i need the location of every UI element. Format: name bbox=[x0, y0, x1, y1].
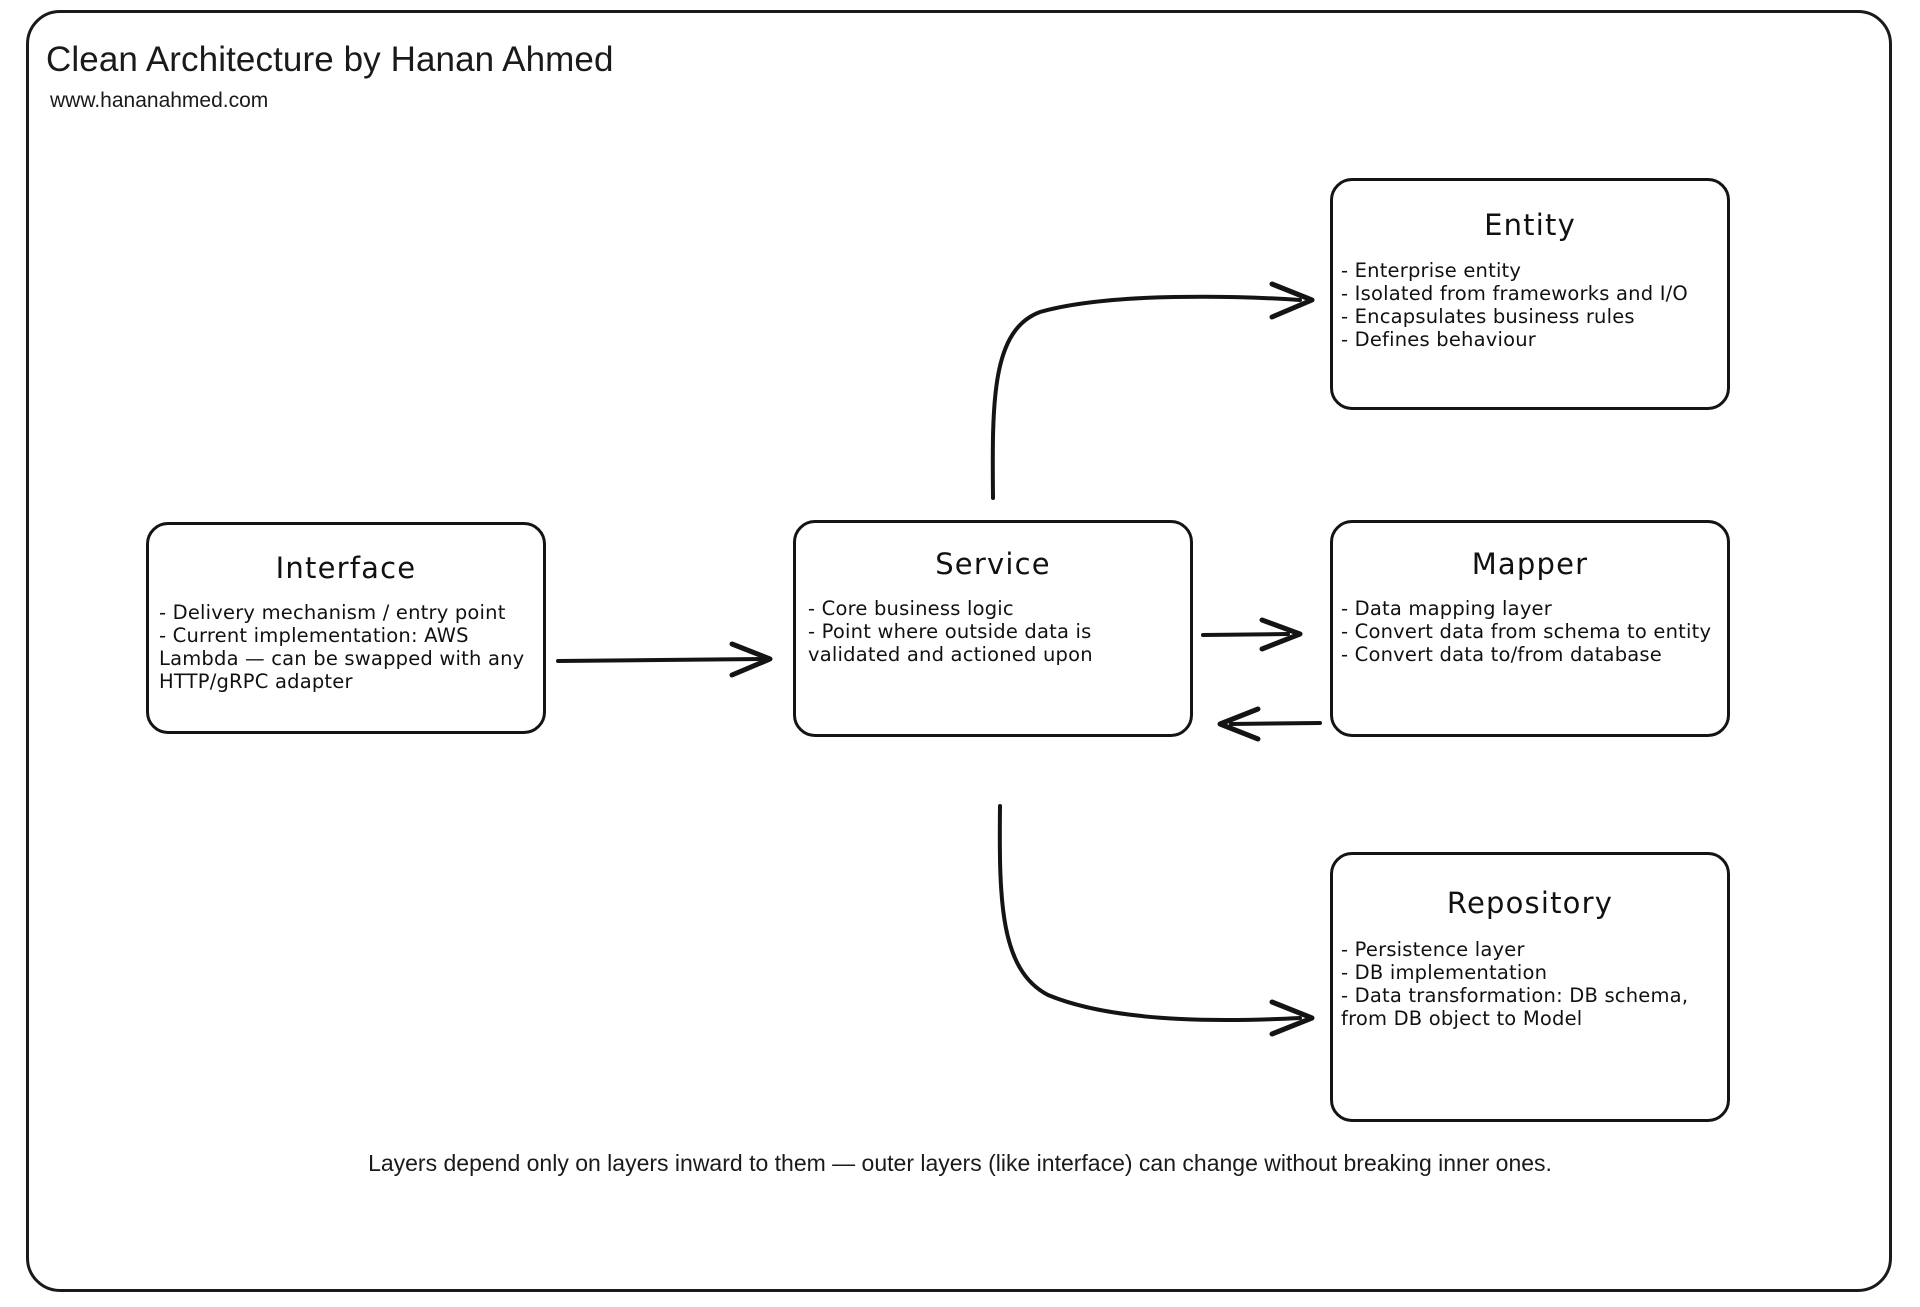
node-repository-bullet-1: - Persistence layer bbox=[1341, 938, 1525, 961]
node-entity-bullet-3: - Encapsulates business rules bbox=[1341, 305, 1635, 328]
page-title: Clean Architecture by Hanan Ahmed bbox=[46, 40, 614, 79]
node-service[interactable]: Service - Core business logic - Point wh… bbox=[793, 520, 1193, 737]
node-repository[interactable]: Repository - Persistence layer - DB impl… bbox=[1330, 852, 1730, 1122]
diagram-outer-frame bbox=[26, 10, 1892, 1292]
node-repository-bullet-2: - DB implementation bbox=[1341, 961, 1548, 984]
node-mapper-bullet-2: - Convert data from schema to entity bbox=[1341, 620, 1712, 643]
node-mapper[interactable]: Mapper - Data mapping layer - Convert da… bbox=[1330, 520, 1730, 737]
node-repository-title: Repository bbox=[1446, 886, 1614, 920]
diagram-footer-note: Layers depend only on layers inward to t… bbox=[368, 1150, 1552, 1176]
page-subtitle-url: www.hananahmed.com bbox=[50, 89, 269, 112]
node-entity-bullet-4: - Defines behaviour bbox=[1341, 328, 1536, 351]
node-mapper-bullet-1: - Data mapping layer bbox=[1341, 597, 1552, 620]
node-entity[interactable]: Entity - Enterprise entity - Isolated fr… bbox=[1330, 178, 1730, 410]
node-service-bullet-1: - Core business logic bbox=[808, 597, 1014, 620]
node-mapper-body: - Data mapping layer - Convert data from… bbox=[1341, 597, 1727, 666]
node-interface-bullet-1: - Delivery mechanism / entry point bbox=[159, 601, 506, 624]
node-repository-body: - Persistence layer - DB implementation … bbox=[1341, 938, 1727, 1030]
node-service-body: - Core business logic - Point where outs… bbox=[808, 597, 1190, 666]
node-interface-title: Interface bbox=[275, 551, 417, 585]
node-interface[interactable]: Interface - Delivery mechanism / entry p… bbox=[146, 522, 546, 734]
node-repository-bullet-3: - Data transformation: DB schema, from D… bbox=[1341, 984, 1695, 1030]
node-service-bullet-2: - Point where outside data is validated … bbox=[808, 620, 1098, 666]
node-entity-bullet-2: - Isolated from frameworks and I/O bbox=[1341, 282, 1688, 305]
node-mapper-title: Mapper bbox=[1471, 547, 1589, 581]
node-interface-bullet-2: - Current implementation: AWS Lambda — c… bbox=[159, 624, 531, 693]
node-entity-bullet-1: - Enterprise entity bbox=[1341, 259, 1522, 282]
node-entity-title: Entity bbox=[1484, 208, 1576, 242]
node-mapper-bullet-3: - Convert data to/from database bbox=[1341, 643, 1662, 666]
node-service-title: Service bbox=[935, 547, 1051, 581]
node-interface-body: - Delivery mechanism / entry point - Cur… bbox=[159, 601, 543, 693]
node-entity-body: - Enterprise entity - Isolated from fram… bbox=[1341, 259, 1727, 351]
